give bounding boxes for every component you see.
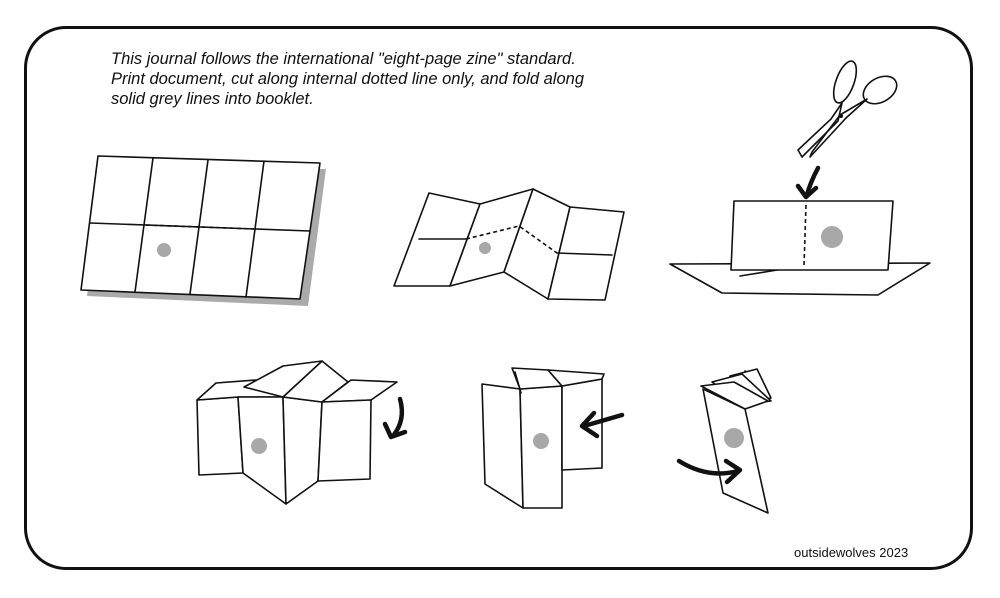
arrow-left-icon [581, 412, 625, 429]
step-5-collapse [481, 367, 625, 509]
instructions-line-2: Print document, cut along internal dotte… [111, 70, 585, 88]
credit-text: outsidewolves 2023 [794, 545, 909, 560]
step-4-star-fold [196, 360, 408, 505]
scissors-icon [797, 60, 898, 158]
step-6-booklet [676, 368, 772, 514]
instructions-text: This journal follows the international "… [111, 49, 671, 109]
instructions-line-3: solid grey lines into booklet. [111, 90, 314, 108]
cut-line [803, 204, 807, 267]
arrow-curve-down-icon [390, 396, 405, 439]
arrow-curve-right-icon [676, 458, 741, 476]
page-dot [724, 428, 744, 448]
step-1-flat-sheet [80, 155, 326, 306]
page-dot [251, 438, 267, 454]
page-dot [533, 433, 549, 449]
page-dot [157, 243, 171, 257]
page-dot [479, 242, 491, 254]
page-dot [821, 226, 843, 248]
step-2-accordion-fold [393, 188, 625, 301]
step-3-cut [669, 60, 931, 296]
instructions-line-1: This journal follows the international "… [111, 50, 576, 68]
